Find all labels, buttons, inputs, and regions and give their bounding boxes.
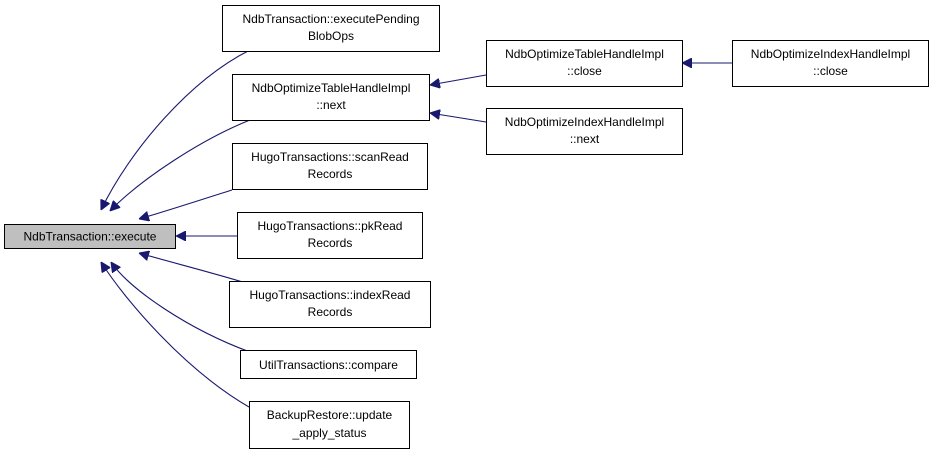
- node-label-line-1: NdbOptimizeIndexHandleImpl: [505, 115, 664, 129]
- node-label-line-1: NdbOptimizeTableHandleImpl: [252, 81, 411, 95]
- node-opt-table-handle-close[interactable]: NdbOptimizeTableHandleImpl ::close: [486, 40, 683, 87]
- node-label-line-2: BlobOps: [308, 29, 354, 43]
- node-label-line-1: BackupRestore::update: [267, 408, 393, 422]
- edge-util-compare-to-root: [111, 262, 251, 353]
- node-label-line-1: HugoTransactions::scanRead: [251, 150, 409, 164]
- node-opt-table-handle-next[interactable]: NdbOptimizeTableHandleImpl ::next: [232, 74, 430, 121]
- edge-opt-table-next-to-root: [110, 119, 251, 211]
- node-label-line-2: Records: [308, 167, 353, 181]
- edges: [101, 49, 732, 408]
- node-backup-restore-update-apply-status[interactable]: BackupRestore::update _apply_status: [249, 401, 410, 449]
- edge-backup-update-to-root: [101, 262, 250, 408]
- node-label-line-2: ::next: [316, 98, 346, 112]
- node-opt-index-handle-close[interactable]: NdbOptimizeIndexHandleImpl ::close: [732, 40, 929, 87]
- node-label-line-1: NdbOptimizeTableHandleImpl: [505, 47, 664, 61]
- node-opt-index-handle-next[interactable]: NdbOptimizeIndexHandleImpl ::next: [486, 108, 683, 155]
- node-hugo-index-read-records[interactable]: HugoTransactions::indexRead Records: [229, 281, 431, 328]
- node-util-transactions-compare[interactable]: UtilTransactions::compare: [240, 350, 417, 379]
- node-ndbtransaction-execute[interactable]: NdbTransaction::execute: [4, 224, 176, 249]
- node-label-line-1: HugoTransactions::indexRead: [250, 288, 411, 302]
- node-label-line-2: Records: [308, 305, 353, 319]
- node-label: UtilTransactions::compare: [259, 358, 398, 372]
- node-hugo-pk-read-records[interactable]: HugoTransactions::pkRead Records: [237, 212, 423, 259]
- edge-execute-pending-to-root: [101, 49, 251, 210]
- node-label-line-2: ::close: [567, 64, 602, 78]
- node-label-line-1: HugoTransactions::pkRead: [258, 219, 403, 233]
- node-label-line-2: ::next: [570, 132, 600, 146]
- node-label-line-2: _apply_status: [291, 426, 366, 440]
- node-label: NdbTransaction::execute: [24, 230, 157, 244]
- node-label-line-1: NdbTransaction::executePending: [243, 12, 420, 26]
- node-execute-pending-blob-ops[interactable]: NdbTransaction::executePending BlobOps: [222, 5, 440, 52]
- nodes: NdbTransaction::execute NdbTransaction::…: [4, 5, 929, 449]
- edge-opt-table-close-to-opt-table-next: [430, 74, 487, 85]
- node-label-line-2: ::close: [813, 64, 848, 78]
- node-label-line-1: NdbOptimizeIndexHandleImpl: [751, 47, 910, 61]
- edge-index-read-to-root: [139, 253, 247, 284]
- node-label-line-2: Records: [308, 236, 353, 250]
- edge-scan-read-to-root: [139, 189, 233, 219]
- edge-opt-index-next-to-opt-table-next: [430, 113, 487, 123]
- node-hugo-scan-read-records[interactable]: HugoTransactions::scanRead Records: [232, 143, 428, 190]
